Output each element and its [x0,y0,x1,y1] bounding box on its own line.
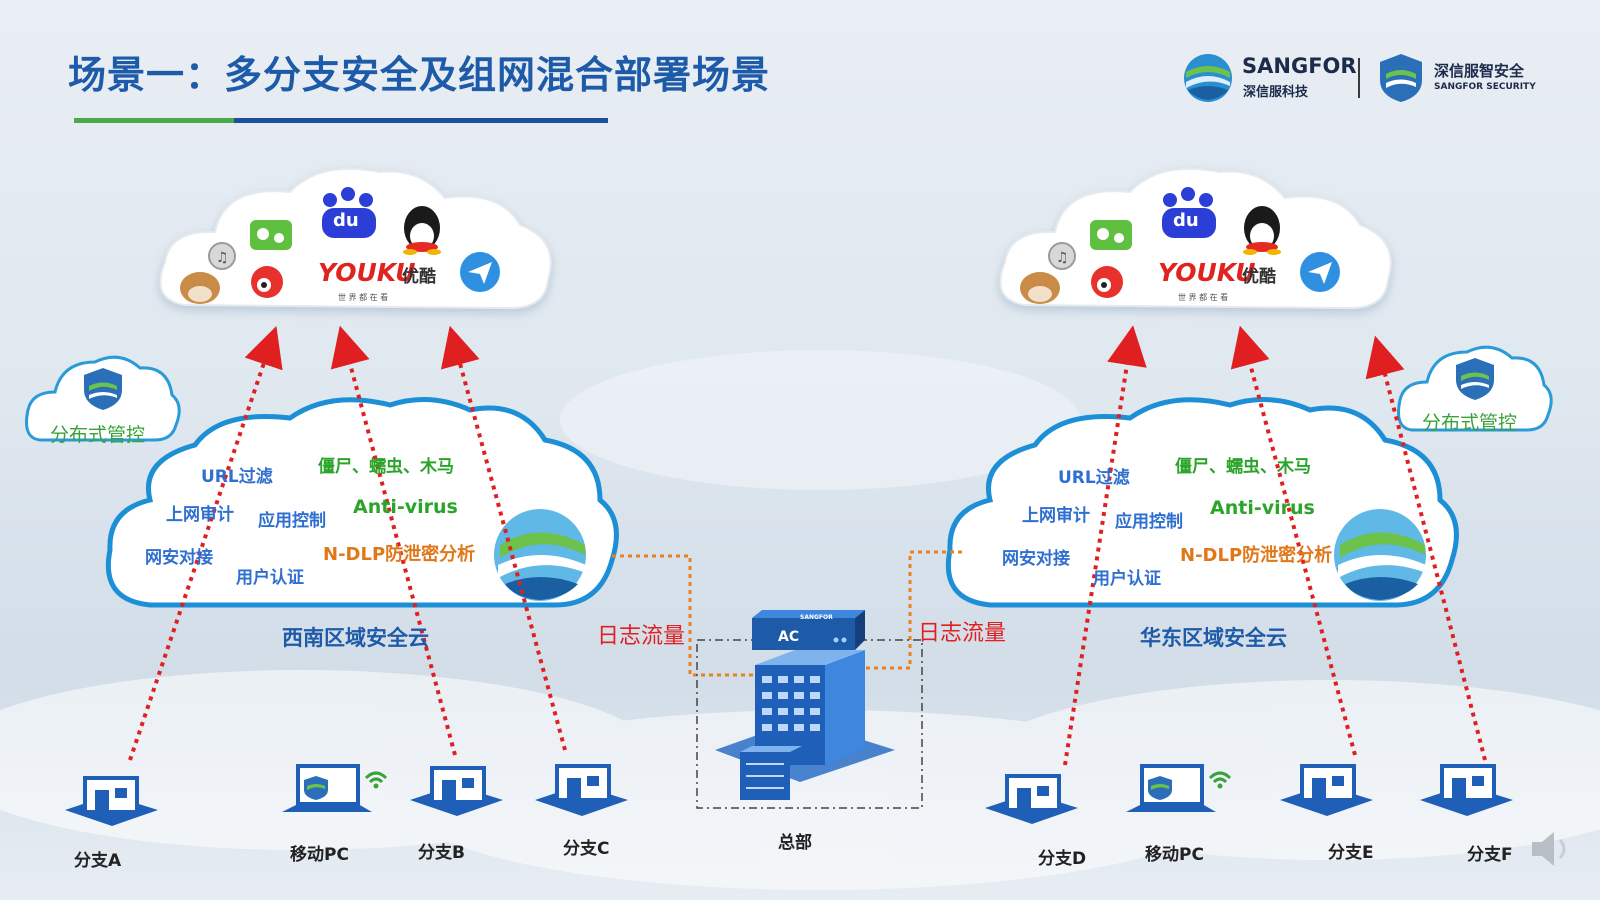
feature-appctrl-right: 应用控制 [1115,512,1183,532]
feature-auth-left: 用户认证 [236,568,304,588]
feature-appctrl-left: 应用控制 [258,511,326,531]
label-branch-f: 分支F [1467,845,1513,865]
app-icons-right: ♫ [1020,187,1340,304]
mobile-pc-left-icon [282,764,388,812]
title-underline-blue [234,118,608,123]
wifi-icon [1208,771,1232,780]
brand-name-cn: 深信服科技 [1243,85,1309,100]
feature-zombie-left: 僵尸、蠕虫、木马 [318,457,454,477]
youku-sub-left: 世 界 都 在 看 [338,293,389,302]
baidu-paw-icon [1163,193,1177,207]
youku-sub-right: 世 界 都 在 看 [1178,293,1229,302]
label-branch-c: 分支C [563,839,610,859]
app-icons-left: ♫ [180,187,500,304]
branch-b-icon [410,766,503,816]
distributed-shield-left-icon [84,368,122,410]
security-brand-en: SANGFOR SECURITY [1434,82,1536,92]
youku-cn-right: 优酷 [1242,267,1276,287]
wifi-icon [364,771,388,780]
log-line-left [612,554,800,677]
brand-name: SANGFOR [1242,54,1357,78]
arrow-branch-a [128,326,283,761]
sangfor-logo: SANGFOR 深信服科技 深信服智安全 SANGFOR SECURITY [1182,50,1536,106]
svg-text:♫: ♫ [1056,250,1069,266]
mobile-pc-right-icon [1126,764,1232,812]
log-line-right [860,550,962,670]
log-flow-lines [612,550,962,677]
arrow-branch-d [1063,325,1147,766]
ac-device-icon [752,610,865,650]
branch-d-icon [985,774,1078,824]
feature-dlp-right: N-DLP防泄密分析 [1180,545,1333,566]
feature-url-filter-right: URL过滤 [1058,468,1130,488]
traffic-arrows [128,325,1487,766]
arrow-branch-c [440,325,567,751]
feature-antivirus-left: Anti-virus [353,496,458,518]
feature-auth-right: 用户认证 [1093,569,1161,589]
baidu-du-right: du [1173,210,1199,231]
feature-dlp-left: N-DLP防泄密分析 [323,544,476,565]
security-shield-icon [1380,54,1422,102]
speaker-icon[interactable] [1532,832,1566,866]
label-branch-e: 分支E [1328,843,1374,863]
baidu-paw-icon [323,193,337,207]
log-flow-label-left: 日志流量 [597,624,686,649]
youku-logo-right: YOUKU [1158,258,1256,287]
ac-device-brand: SANGFOR [800,614,833,621]
log-flow-label-right: 日志流量 [918,621,1007,646]
music-icon [208,242,236,270]
security-brand-cn: 深信服智安全 [1434,62,1525,80]
branch-a-icon [65,776,158,826]
music-icon [1048,242,1076,270]
arrow-branch-b [330,325,457,756]
feature-audit-left: 上网审计 [166,505,234,525]
hq-label: 总部 [778,833,812,853]
branch-f-icon [1420,764,1513,816]
label-mobile-pc-right: 移动PC [1145,845,1204,865]
youku-logo-left: YOUKU [318,258,416,287]
branch-c-icon [535,764,628,816]
label-branch-a: 分支A [74,851,122,871]
sangfor-globe-icon [1184,54,1232,102]
feature-zombie-right: 僵尸、蠕虫、木马 [1175,457,1311,477]
title-underline-green [74,118,234,123]
feature-netsec-left: 网安对接 [145,548,213,568]
logo-divider [1358,58,1360,98]
page-title: 场景一：多分支安全及组网混合部署场景 [68,53,771,97]
feature-url-filter-left: URL过滤 [201,467,273,487]
ac-device-label: AC [778,629,800,645]
wechat-icon [250,220,292,250]
distributed-shield-right-icon [1456,358,1494,400]
label-branch-d: 分支D [1038,849,1087,869]
branch-e-icon [1280,764,1373,816]
svg-text:♫: ♫ [216,250,229,266]
distributed-control-right: 分布式管控 [1422,412,1518,434]
feature-audit-right: 上网审计 [1022,506,1090,526]
distributed-control-left: 分布式管控 [50,424,146,446]
background-clouds [0,350,1600,890]
baidu-du-left: du [333,210,359,231]
arrow-branch-f [1365,335,1487,761]
hq-building-icon [715,650,895,800]
label-mobile-pc-left: 移动PC [290,845,349,865]
youku-cn-left: 优酷 [402,267,436,287]
region-label-right: 华东区域安全云 [1140,626,1287,650]
feature-netsec-right: 网安对接 [1002,549,1070,569]
feature-antivirus-right: Anti-virus [1210,497,1315,519]
cloud-emblem-right-icon [1334,509,1426,601]
security-cloud-right [945,397,1459,608]
region-label-left: 西南区域安全云 [282,626,429,650]
cloud-emblem-left-icon [494,509,586,601]
label-branch-b: 分支B [418,843,465,863]
arrow-branch-e [1230,325,1357,756]
wechat-icon [1090,220,1132,250]
